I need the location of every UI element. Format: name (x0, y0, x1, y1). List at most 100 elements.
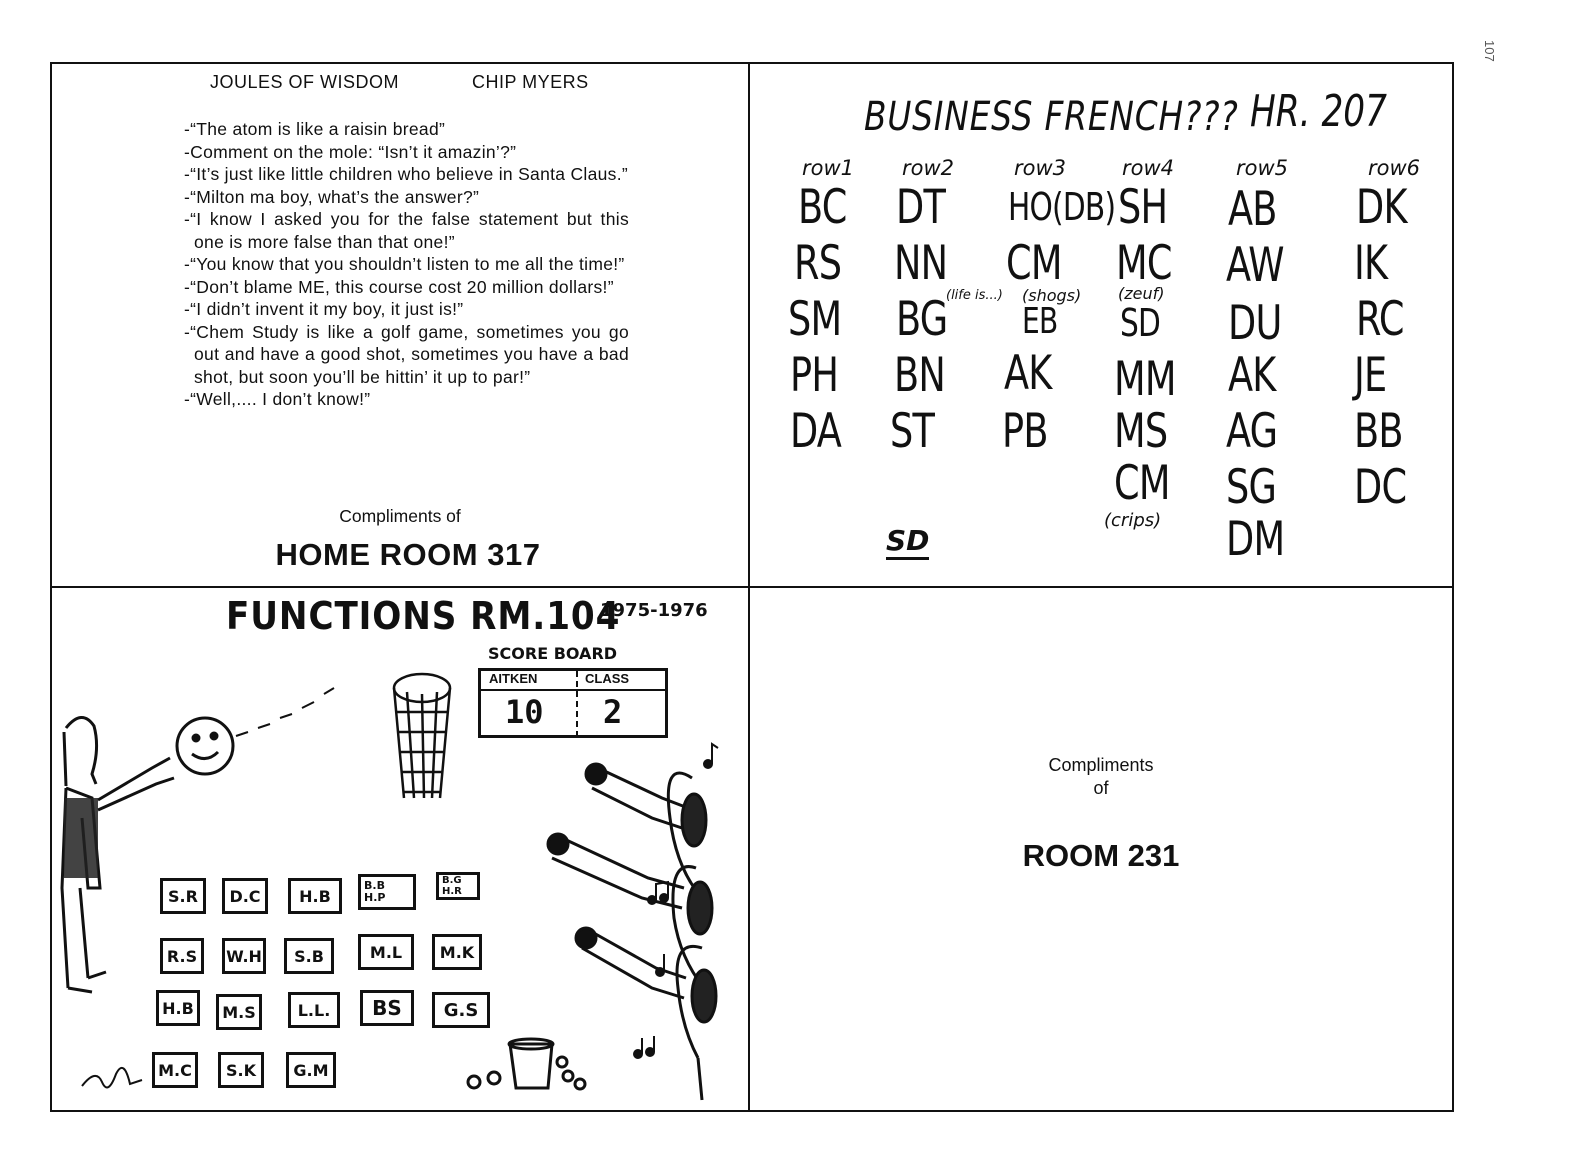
signature-mark: SD (886, 524, 930, 560)
scoreboard-score: 10 (505, 693, 544, 731)
room-231-title: ROOM 231 (1022, 838, 1180, 873)
student-initials: CM (1114, 456, 1170, 511)
student-initials: SM (788, 292, 842, 347)
seat-box: R.S (160, 938, 204, 974)
student-initials: ST (890, 404, 935, 459)
scoreboard-score: 2 (603, 693, 623, 731)
quote: -“I didn’t invent it my boy, it just is!… (184, 299, 464, 319)
quote-list: -“The atom is like a raisin bread” -Comm… (184, 118, 629, 411)
joules-title: JOULES OF WISDOM (210, 72, 400, 92)
row-label: row2 (902, 156, 955, 180)
functions-panel: FUNCTIONS RM.104 1975-1976 SCORE BOARD A… (52, 588, 748, 1110)
quote: -“Don’t blame ME, this course cost 20 mi… (184, 276, 614, 297)
seat-box: M.K (432, 934, 482, 970)
compliments-text: Compliments (1048, 755, 1154, 775)
student-initials: SD (1120, 301, 1161, 345)
row-label: row4 (1122, 156, 1175, 180)
student-initials: BG (896, 292, 948, 347)
student-initials: BN (894, 348, 946, 403)
business-french-panel: BUSINESS FRENCH??? HR. 207 row1 row2 row… (750, 64, 1452, 586)
seat-box: M.C (152, 1052, 198, 1088)
quote: -“I know I asked you for the false state… (184, 209, 629, 252)
student-initials: HO(DB) (1008, 185, 1116, 229)
student-initials: BB (1354, 404, 1404, 459)
scoreboard-team: AITKEN (489, 671, 538, 686)
quote: -“Milton ma boy, what’s the answer?” (184, 186, 480, 207)
student-initials: DT (896, 180, 946, 235)
student-initials: DU (1228, 296, 1282, 351)
seat-box: BS (360, 990, 414, 1026)
student-initials: BC (798, 180, 847, 235)
student-initials: NN (894, 236, 948, 291)
student-initials: RS (794, 236, 842, 291)
seat-box: S.B (284, 938, 334, 974)
seat-box: H.B (288, 878, 342, 914)
student-initials: AW (1226, 238, 1285, 293)
seat-box: M.S (216, 994, 262, 1030)
quote: -Comment on the mole: “Isn’t it amazin’?… (184, 141, 517, 162)
row-label: row3 (1014, 156, 1067, 180)
student-initials: SH (1118, 180, 1168, 235)
student-initials: DC (1354, 460, 1407, 515)
music-note-icons (633, 742, 719, 1059)
teacher-figure (60, 716, 175, 994)
trash-can-icon (466, 1037, 587, 1091)
home-room-title: HOME ROOM 317 (275, 537, 541, 572)
student-initials: MC (1116, 236, 1172, 291)
seat-box: M.L (358, 934, 414, 970)
seat-box: B.B H.P (358, 874, 416, 910)
row-label: row1 (802, 156, 855, 180)
seat-box: G.S (432, 992, 490, 1028)
scoreboard-team: CLASS (585, 671, 630, 686)
seat-box: S.K (218, 1052, 264, 1088)
student-initials: DA (790, 404, 842, 459)
compliments-of-text: of (1093, 778, 1109, 798)
horizontal-divider (50, 586, 1454, 588)
smiley-ball-icon (175, 687, 335, 776)
quote: -“Well,.... I don’t know!” (184, 389, 371, 409)
seat-box: B.G H.R (436, 872, 480, 900)
student-initials: AK (1004, 346, 1052, 401)
seat-box: D.C (222, 878, 268, 914)
student-initials: EB (1022, 301, 1058, 342)
student-initials: MM (1114, 352, 1176, 407)
student-initials: AG (1226, 404, 1278, 459)
student-initials: JE (1354, 348, 1387, 403)
french-title: BUSINESS FRENCH??? (864, 94, 1239, 140)
seat-box: W.H (222, 938, 266, 974)
student-initials: CM (1006, 236, 1062, 291)
seat-box: L.L. (288, 992, 340, 1028)
page-number: 107 (1482, 40, 1497, 62)
teacher-name: CHIP MYERS (472, 72, 589, 92)
student-initials: RC (1356, 292, 1404, 347)
student-initials: IK (1354, 236, 1388, 291)
student-initials: MS (1114, 404, 1168, 459)
quote: -“Chem Study is like a golf game, someti… (184, 321, 629, 387)
scoreboard-divider (576, 671, 578, 737)
compliments-text: Compliments of (339, 506, 461, 526)
joules-of-wisdom-panel: JOULES OF WISDOM CHIP MYERS -“The atom i… (52, 64, 748, 586)
student-initials: AB (1228, 182, 1277, 237)
student-initials: DM (1226, 512, 1285, 567)
room-231-panel: Compliments of ROOM 231 (750, 588, 1452, 1110)
scoreboard-label: SCORE BOARD (488, 644, 618, 663)
student-initials: SG (1226, 460, 1277, 515)
quote: -“You know that you shouldn’t listen to … (184, 254, 625, 274)
cheerleader-figures (546, 762, 718, 1101)
margin-note: (shogs) (1022, 286, 1082, 305)
student-initials: DK (1356, 180, 1407, 235)
artist-signature (81, 1066, 143, 1089)
quote: -“The atom is like a raisin bread” (184, 119, 446, 139)
basketball-hoop-icon (392, 672, 452, 799)
scoreboard: AITKEN CLASS 10 2 (478, 668, 668, 738)
student-initials: PH (790, 348, 839, 403)
functions-title: FUNCTIONS RM.104 (226, 594, 621, 638)
margin-note: (crips) (1104, 510, 1162, 531)
seat-box: H.B (156, 990, 200, 1026)
margin-note: (life is...) (946, 288, 1003, 303)
cartoon-drawing (60, 672, 719, 1101)
row-label: row5 (1236, 156, 1289, 180)
student-initials: AK (1228, 348, 1276, 403)
student-initials: PB (1002, 404, 1048, 459)
row-label: row6 (1368, 156, 1421, 180)
